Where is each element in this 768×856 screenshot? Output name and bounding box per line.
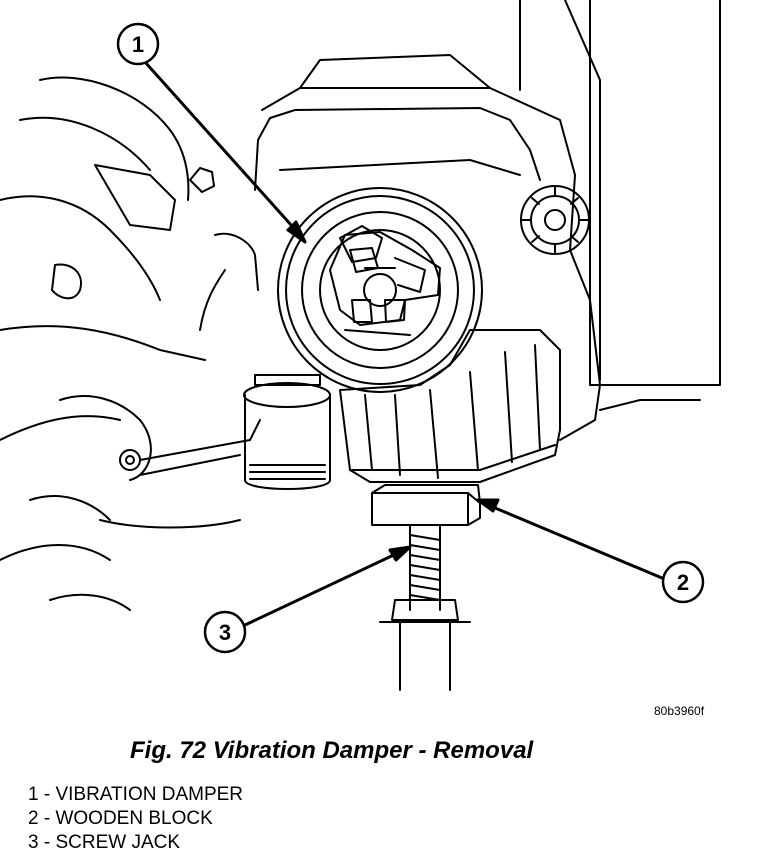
leader-lines bbox=[143, 60, 664, 627]
engine-illustration: 1 2 3 bbox=[0, 0, 721, 691]
suspension-assembly bbox=[0, 76, 261, 611]
screw-jack bbox=[379, 524, 471, 691]
callout-1-label: 1 bbox=[132, 32, 144, 57]
engine-block bbox=[254, 0, 721, 441]
tensioner-pulley bbox=[520, 185, 590, 255]
legend-item: 1 - VIBRATION DAMPER bbox=[28, 784, 244, 805]
callout-3: 3 bbox=[203, 610, 247, 654]
legend-item: 3 - SCREW JACK bbox=[28, 832, 181, 853]
oil-filter bbox=[243, 374, 331, 490]
vibration-damper bbox=[277, 187, 483, 393]
reference-code: 80b3960f bbox=[654, 704, 705, 718]
wooden-block bbox=[371, 484, 481, 526]
legend-item: 2 - WOODEN BLOCK bbox=[28, 808, 213, 829]
callout-1: 1 bbox=[116, 22, 160, 66]
callout-2: 2 bbox=[661, 560, 705, 604]
oil-pan bbox=[339, 329, 561, 483]
callout-2-label: 2 bbox=[677, 570, 689, 595]
figure-caption: Fig. 72 Vibration Damper - Removal bbox=[130, 737, 534, 764]
legend: 1 - VIBRATION DAMPER 2 - WOODEN BLOCK 3 … bbox=[28, 783, 243, 855]
callout-3-label: 3 bbox=[219, 620, 231, 645]
